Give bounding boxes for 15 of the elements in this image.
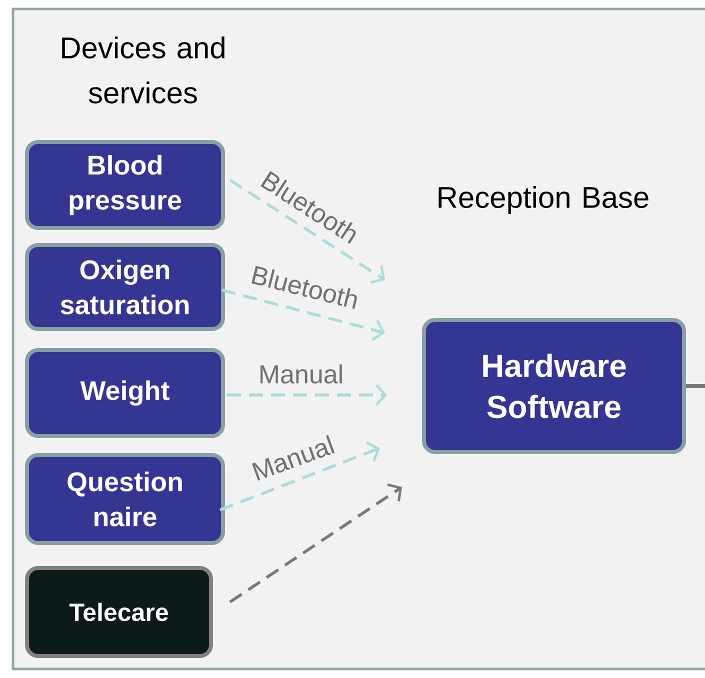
- hub-box: Hardware Software: [422, 318, 686, 454]
- arrow: [229, 483, 402, 604]
- device-box: Weight: [25, 348, 225, 438]
- device-box: Oxigen saturation: [25, 243, 225, 331]
- arrow: [227, 384, 387, 406]
- heading: Reception Base: [438, 186, 648, 214]
- arrow: [229, 178, 385, 284]
- arrow: [219, 441, 380, 512]
- device-box: Question naire: [25, 453, 225, 545]
- heading: Devices and services: [62, 36, 224, 104]
- arrow: [222, 288, 385, 341]
- edge-label: Manual: [260, 364, 342, 384]
- telecare-box: Telecare: [25, 566, 213, 658]
- device-box: Blood pressure: [25, 140, 225, 230]
- edge-label: Bluetooth: [252, 266, 357, 309]
